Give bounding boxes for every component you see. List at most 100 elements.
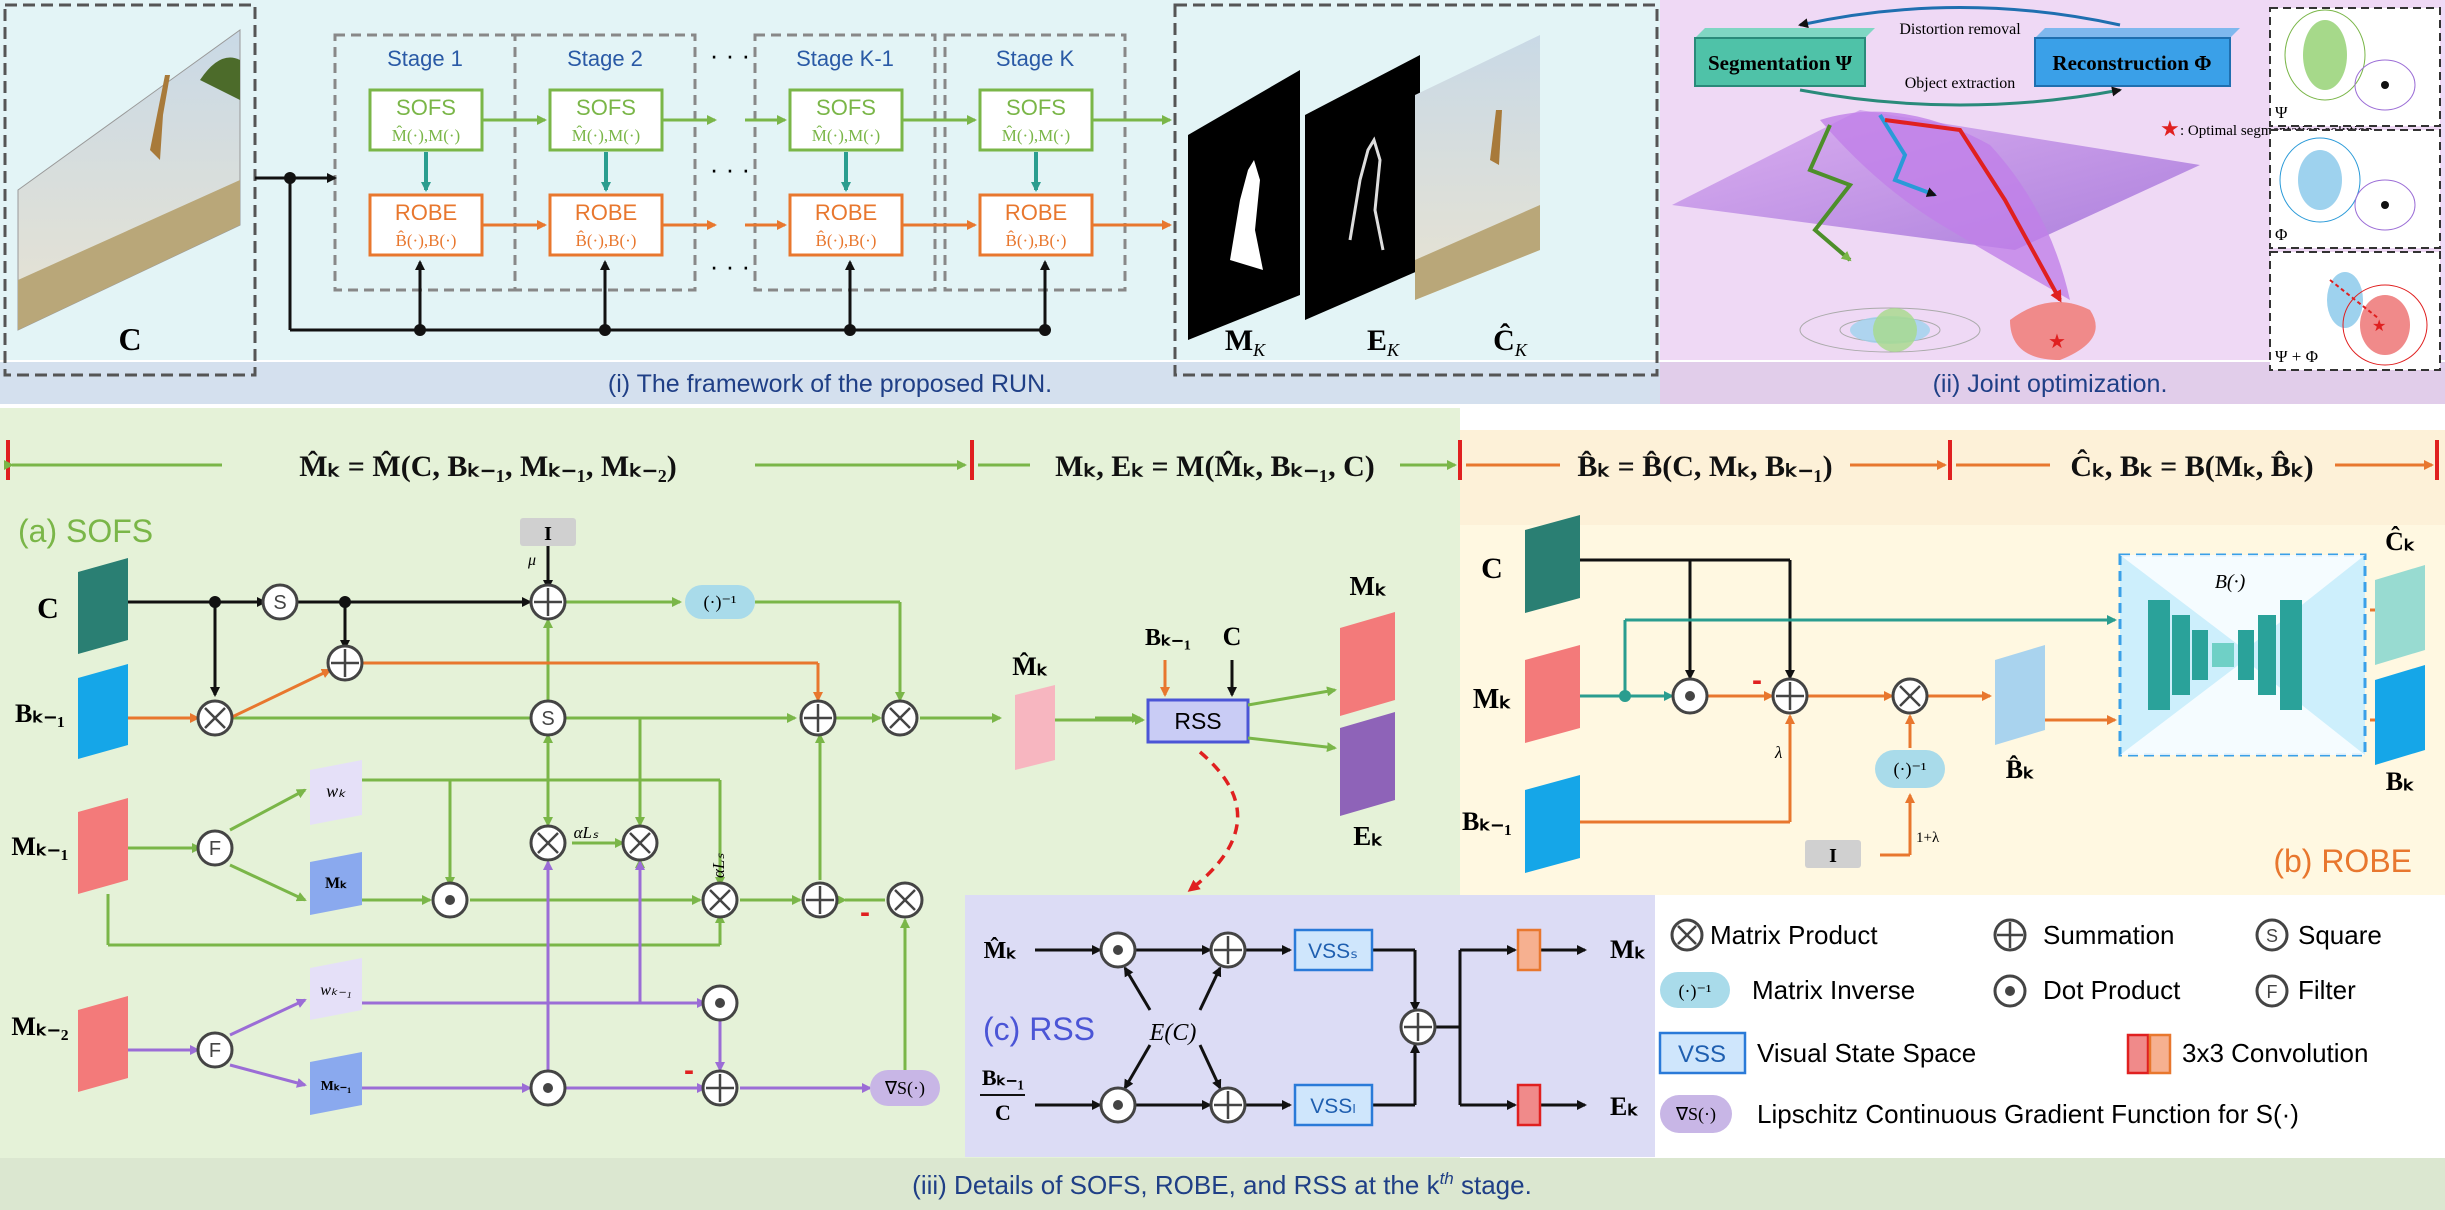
- mk1-small-tensor: [310, 1052, 362, 1115]
- output-mk: MK: [1225, 324, 1266, 360]
- formula-ck-bk: Ĉₖ, Bₖ = B(Mₖ, B̂ₖ): [2070, 449, 2313, 483]
- thumb-phi: [2269, 129, 2441, 249]
- legend-grad-sym: ∇S(·): [1675, 1104, 1716, 1125]
- rss-mhat: M̂ₖ: [984, 937, 1017, 964]
- formula-bar-robe: [1460, 430, 2445, 525]
- legend-filter: Filter: [2298, 975, 2356, 1005]
- square-icon-glyph: S: [2266, 926, 2278, 946]
- legend-vss: Visual State Space: [1757, 1038, 1976, 1068]
- vss-s-box: [1293, 928, 1374, 972]
- mk-out-tensor: [1340, 612, 1395, 716]
- sofs-sub-k: M̂(·),M(·): [1002, 126, 1070, 145]
- vss-icon: [1658, 1031, 1747, 1075]
- robe-c: C: [1481, 552, 1503, 585]
- mu-label: μ: [527, 552, 536, 569]
- wk-tensor: [310, 760, 362, 825]
- distortion-label: Distortion removal: [1899, 21, 2021, 38]
- square-icon: [2255, 918, 2289, 952]
- dot-product-icon-glyph: [2005, 986, 2015, 996]
- robe-label-k: ROBE: [1005, 200, 1067, 225]
- vss-l-box: [1293, 1083, 1374, 1127]
- rss-zoom-arrow: [1187, 750, 1240, 892]
- rss-e-label: E(C): [1149, 1020, 1197, 1046]
- robe-mk: Mₖ: [1473, 684, 1511, 715]
- sofs-box-k1: [788, 88, 904, 152]
- chat-tensor: [2375, 565, 2425, 665]
- path-blue: [1878, 113, 1937, 197]
- conv-icon-1: [2126, 1033, 2150, 1075]
- wk-label: wₖ: [326, 781, 346, 801]
- dot-glyphs: [445, 895, 725, 1093]
- conv-icon-2: [2148, 1033, 2172, 1075]
- junction: [209, 596, 221, 608]
- caption-bar-left: [0, 362, 1660, 404]
- square-glyph: S: [273, 592, 286, 614]
- sofs-input-c: C: [37, 592, 59, 625]
- conv-box-e: [1516, 1083, 1542, 1127]
- thumb-psi-phi-label: Ψ + Φ: [2275, 347, 2318, 366]
- bk-tensor: [2375, 665, 2425, 765]
- dots-mid: · · ·: [710, 154, 750, 184]
- rss-block: [1146, 698, 1250, 744]
- sofs-box-2: [548, 88, 664, 152]
- sofs-input-mk2: Mₖ₋₂: [11, 1012, 68, 1041]
- robe-box-k: [978, 193, 1094, 257]
- legend-dot-product: Dot Product: [2043, 975, 2181, 1005]
- matrix-inverse-icon: [1660, 972, 1730, 1008]
- reconstruction-box: [2034, 28, 2240, 87]
- sofs-sub-2: M̂(·),M(·): [572, 126, 640, 145]
- legend-matrix-inverse: Matrix Inverse: [1752, 975, 1915, 1005]
- rss-c: C: [995, 1100, 1011, 1125]
- robe-glyphs: [1776, 682, 1921, 710]
- operator-glyphs: [204, 588, 916, 1102]
- dot-glyph: [1685, 691, 1695, 701]
- identity-box-sofs: [520, 518, 576, 546]
- input-image-frame: C: [3, 3, 257, 377]
- robe-label-2: ROBE: [575, 200, 637, 225]
- legend-glyphs: [1677, 922, 2023, 948]
- robe-sub-1: B̂(·),B(·): [396, 231, 457, 250]
- tensor-c: [78, 558, 128, 654]
- robe-bk1: Bₖ₋₁: [1462, 807, 1512, 836]
- rss-bk1: Bₖ₋₁: [982, 1065, 1024, 1090]
- ek-out-label: Eₖ: [1353, 821, 1383, 851]
- svg-text:★: ★: [2048, 331, 2066, 353]
- loss-surface: ★: [1672, 110, 2200, 360]
- thumb-psi: [2269, 7, 2441, 127]
- sofs-input-mk1: Mₖ₋₁: [11, 832, 68, 861]
- formula-mk-ek: Mₖ, Eₖ = M(M̂ₖ, Bₖ₋₁, C): [1055, 450, 1375, 483]
- stage-label-2: Stage 2: [567, 46, 643, 71]
- filter-op: [196, 1031, 234, 1069]
- rss-mk: Mₖ: [1610, 935, 1646, 964]
- sofs-label-1: SOFS: [396, 95, 456, 120]
- sofs-title: (a) SOFS: [18, 513, 153, 549]
- legend-summation: Summation: [2043, 920, 2175, 950]
- robe-minus: -: [1752, 664, 1762, 697]
- robe-sub-k: B̂(·),B(·): [1006, 231, 1067, 250]
- ek-out-tensor: [1340, 712, 1395, 816]
- sofs-box-1: [368, 88, 484, 152]
- robe-c-tensor: [1525, 515, 1580, 613]
- mk-out-label: Mₖ: [1350, 571, 1387, 601]
- robe-label-1: ROBE: [395, 200, 457, 225]
- thumb-psi-label: Ψ: [2275, 103, 2288, 122]
- wk1-tensor: [310, 958, 362, 1020]
- rss-inputs: [1055, 660, 1337, 753]
- unet-label: B(·): [2215, 571, 2246, 593]
- dots-bot: · · ·: [710, 251, 750, 281]
- chat-label: Ĉₖ: [2385, 527, 2415, 556]
- input-label: C: [118, 321, 141, 357]
- mk-small-tensor: [310, 852, 362, 915]
- filter-glyph: F: [209, 838, 221, 860]
- sofs-label-2: SOFS: [576, 95, 636, 120]
- output-frame: [1173, 3, 1659, 377]
- object-label: Object extraction: [1905, 75, 2016, 92]
- grad-label: ∇S(·): [884, 1078, 925, 1099]
- robe-lambda: λ: [1774, 743, 1782, 762]
- formula-bhat: B̂ₖ = B̂(C, Mₖ, Bₖ₋₁): [1577, 450, 1832, 483]
- robe-inverse-label: (·)⁻¹: [1894, 759, 1927, 780]
- square-glyph: S: [541, 708, 554, 730]
- bhat-label: B̂ₖ: [2006, 755, 2034, 784]
- thumb-phi-label: Φ: [2275, 225, 2287, 244]
- output-ek: EK: [1367, 324, 1400, 360]
